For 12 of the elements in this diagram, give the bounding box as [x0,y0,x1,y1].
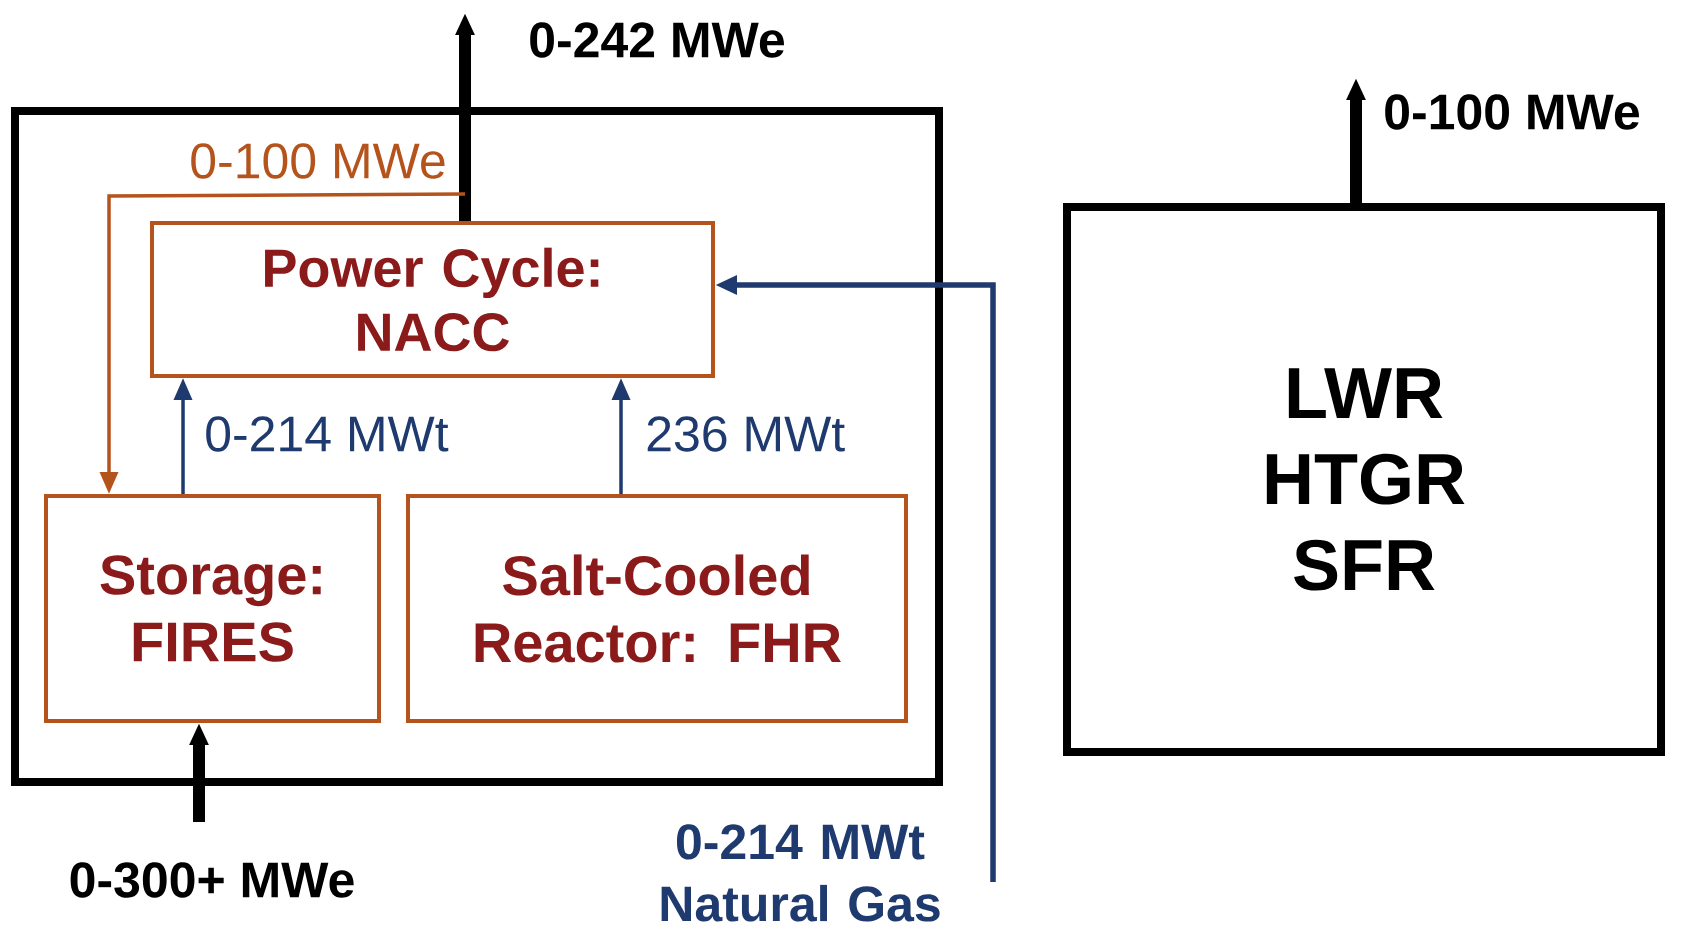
block-box: Power Cycle: NACC [150,221,715,378]
edge-label: 0-100 MWe [1385,94,1639,130]
edge-label: 0-214 MWt Natural Gas [661,824,940,922]
edge-label: 0-242 MWe [530,22,784,58]
block-box: LWR HTGR SFR [1063,203,1665,756]
edge-label: 0-214 MWt [206,416,449,452]
edge-label: 0-100 MWe [191,143,445,179]
block-box: Storage: FIRES [44,494,381,723]
outer-frame [11,107,943,786]
edge-label: 236 MWt [647,416,845,452]
edge-label: 0-300+ MWe [70,862,354,898]
block-box: Salt-Cooled Reactor: FHR [406,494,908,723]
